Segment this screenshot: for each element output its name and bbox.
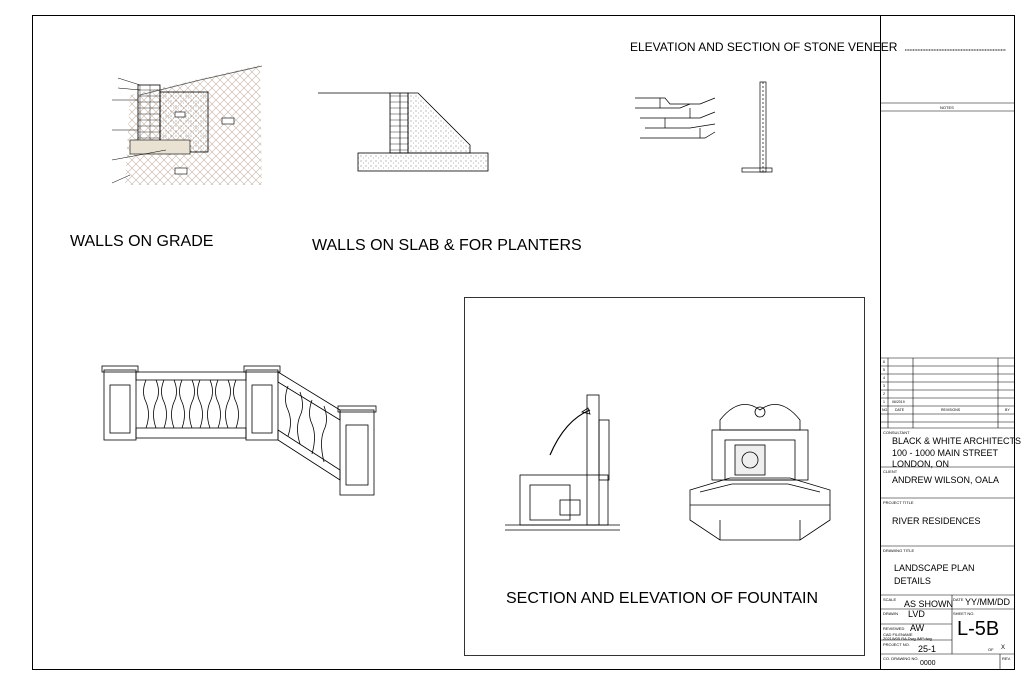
- walls-on-grade-detail: [111, 65, 263, 185]
- rev-row-no: 3: [883, 384, 885, 388]
- rev-row-no: 5: [883, 368, 885, 372]
- of-label: OF: [988, 647, 994, 652]
- sheet-number: L-5B: [957, 618, 1000, 640]
- consultant-label: CONSULTANT: [883, 430, 910, 435]
- project-no-label: PROJECT NO.: [883, 642, 910, 647]
- rev-header-no: NO.: [882, 408, 889, 412]
- sheet-no-label: SHEET NO.: [953, 611, 975, 616]
- fountain-section-detail: [505, 394, 620, 531]
- client-label: CLIENT: [883, 469, 898, 474]
- consultant-line: LONDON, ON: [892, 459, 950, 469]
- drawing-title-label: DRAWING TITLE: [883, 548, 915, 553]
- title-stone-veneer: ELEVATION AND SECTION OF STONE VENEER: [630, 40, 898, 54]
- drawing-title-line: LANDSCAPE PLAN: [894, 563, 975, 573]
- scale-label: SCALE: [883, 597, 897, 602]
- stone-veneer-detail: [635, 81, 773, 173]
- of-value: X: [1001, 645, 1006, 651]
- drawn-label: DRAWN: [883, 611, 898, 616]
- rev-row-no: 6: [883, 360, 885, 364]
- date-value: YY/MM/DD: [965, 597, 1010, 607]
- scale-value: AS SHOWN: [904, 599, 954, 609]
- client-name: ANDREW WILSON, OALA: [892, 475, 1000, 485]
- fountain-frame: [464, 297, 865, 656]
- balustrade-detail: [101, 365, 377, 496]
- consultant-line: BLACK & WHITE ARCHITECTS: [892, 436, 1022, 446]
- co-drawing-label: CO. DRAWING NO.: [883, 656, 919, 661]
- consultant-line: 100 - 1000 MAIN STREET: [892, 448, 999, 458]
- reviewed-value: AW: [910, 623, 925, 633]
- drawn-value: LVD: [908, 609, 925, 619]
- title-block-grid: [880, 102, 1014, 670]
- co-drawing-no: 0000: [920, 660, 936, 667]
- project-no: 25-1: [918, 644, 937, 654]
- cad-filename: 2021W05 RA Dwg IMP.dwg: [883, 636, 932, 641]
- project-title: RIVER RESIDENCES: [892, 516, 981, 526]
- rev-row-no: 4: [883, 376, 885, 380]
- date-label: DATE: [953, 597, 964, 602]
- title-walls-on-grade: WALLS ON GRADE: [70, 233, 214, 250]
- rev-header-revisions: REVISIONS: [941, 408, 961, 412]
- rev-label: REV.: [1002, 656, 1011, 661]
- cad-filename-label: CAD FILENAME: [883, 632, 913, 637]
- walls-on-slab-detail: [318, 92, 489, 172]
- title-fountain: SECTION AND ELEVATION OF FOUNTAIN: [506, 590, 819, 607]
- rev-header-by: BY: [1005, 408, 1010, 412]
- rev-row-no: 2: [883, 392, 885, 396]
- project-title-label: PROJECT TITLE: [883, 500, 914, 505]
- reviewed-label: REVIEWED: [883, 626, 905, 631]
- rev-row-date: 06/2019: [892, 400, 905, 404]
- title-walls-on-slab: WALLS ON SLAB & FOR PLANTERS: [312, 237, 582, 254]
- notes-label: NOTES: [940, 105, 954, 110]
- rev-row-no: 1: [883, 400, 885, 404]
- fountain-elevation-detail: [689, 403, 831, 541]
- drawing-title-line: DETAILS: [894, 576, 931, 586]
- rev-header-date: DATE: [895, 408, 905, 412]
